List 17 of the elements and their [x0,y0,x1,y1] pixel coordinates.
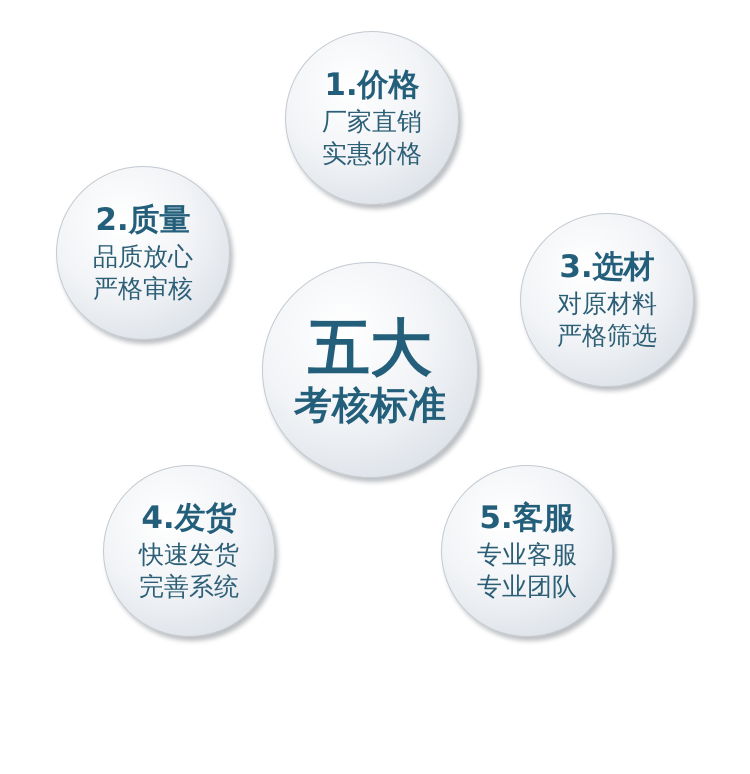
badge-heading: 5.客服 [479,499,575,538]
badge-heading: 五大 [308,312,432,383]
badge-text: 专业团队 [477,571,577,604]
badge-heading: 3.选材 [559,248,655,288]
badge-text: 完善系统 [139,571,239,604]
badge-text: 实惠价格 [322,138,422,170]
badge-text: 严格审核 [93,273,193,306]
badge-heading: 4.发货 [141,499,237,538]
badge-text: 快速发货 [139,538,239,571]
badge-text: 品质放心 [93,240,193,273]
badge-text: 厂家直销 [322,106,422,138]
badge-text: 严格筛选 [557,320,657,352]
badge-heading: 1.价格 [324,66,420,106]
badge-heading: 2.质量 [95,201,191,240]
badge-text: 对原材料 [557,288,657,320]
badge-text: 专业客服 [477,538,577,571]
badge-text: 考核标准 [294,382,446,428]
